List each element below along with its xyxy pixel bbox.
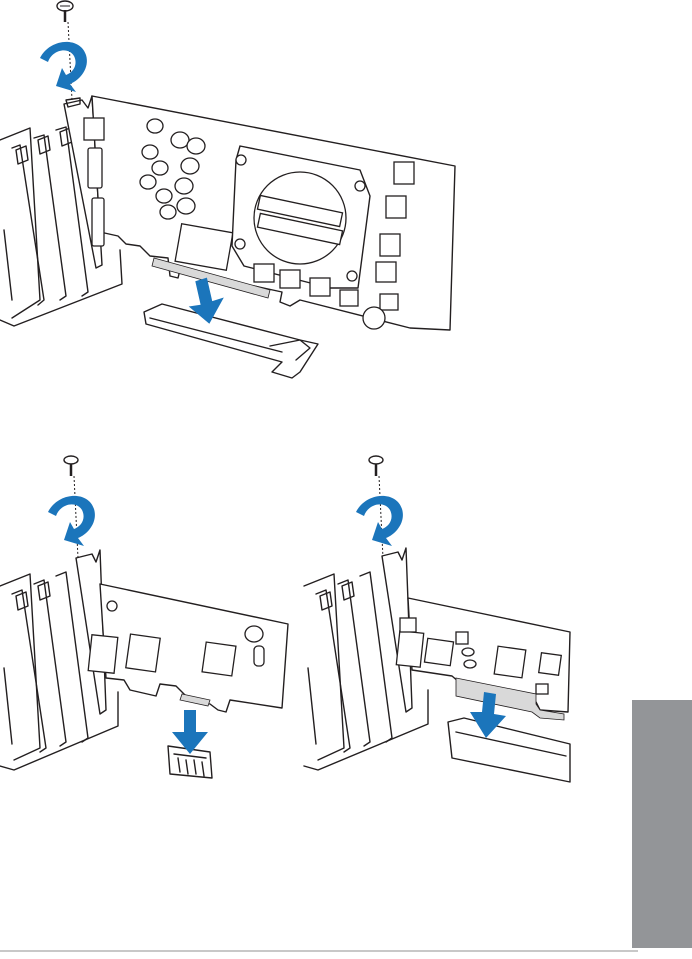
screw-icon <box>369 456 383 558</box>
pcie-x16-slot <box>448 718 570 782</box>
clockwise-arrow-icon <box>40 42 87 92</box>
pcie-x16-slot <box>144 304 318 378</box>
x1-card-install-figure <box>0 448 300 788</box>
graphics-card-install-figure <box>0 0 470 380</box>
page-footer-rule <box>0 950 638 952</box>
chapter-side-tab <box>632 700 692 948</box>
gpu-heatsink <box>232 146 370 288</box>
graphics-card <box>84 96 455 330</box>
clockwise-arrow-icon <box>356 496 403 546</box>
clockwise-arrow-icon <box>48 496 95 546</box>
card-io-bracket <box>76 550 106 714</box>
x16-card-install-figure <box>300 448 600 788</box>
